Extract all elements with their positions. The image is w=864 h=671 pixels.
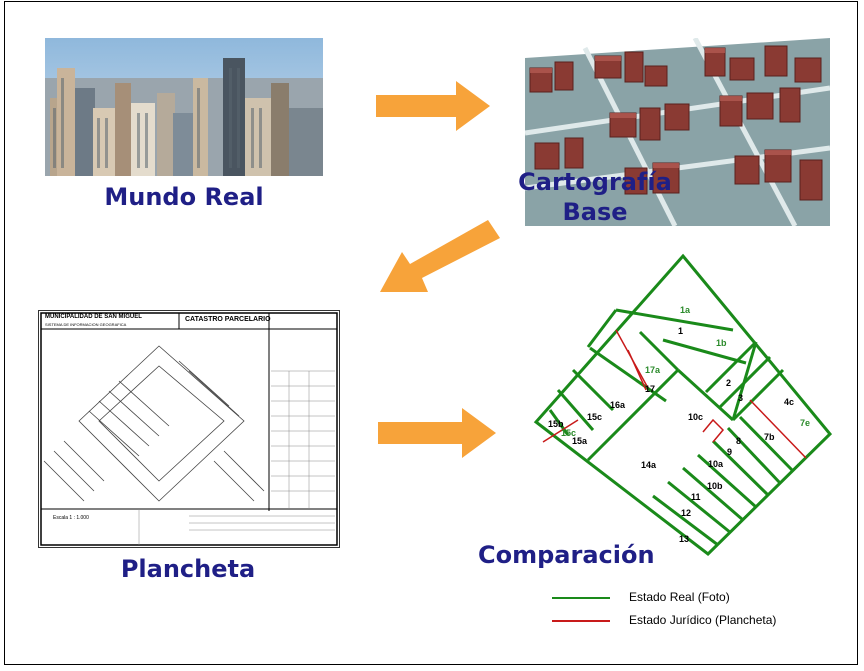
arrow-right-bottom	[378, 408, 496, 458]
svg-text:1b: 1b	[716, 338, 727, 348]
svg-text:9: 9	[727, 447, 732, 457]
cartografia-base-label-line2: Base	[562, 198, 628, 226]
plancheta-header-left: MUNICIPALIDAD DE SAN MIGUEL	[45, 314, 142, 320]
legend-label-juridico: Estado Jurídico (Plancheta)	[629, 613, 777, 627]
svg-text:1: 1	[678, 326, 683, 336]
svg-text:17: 17	[645, 384, 655, 394]
svg-text:15b: 15b	[548, 419, 564, 429]
svg-text:4c: 4c	[784, 397, 794, 407]
legend: Estado Real (Foto) Estado Jurídico (Plan…	[552, 588, 852, 634]
comparacion-label: Comparación	[478, 541, 655, 569]
svg-text:7e: 7e	[800, 418, 810, 428]
block-outline	[533, 253, 833, 556]
svg-text:8: 8	[736, 436, 741, 446]
svg-text:15c: 15c	[561, 428, 576, 438]
plancheta-label: Plancheta	[120, 555, 256, 583]
svg-text:11: 11	[691, 492, 701, 502]
svg-text:10c: 10c	[688, 412, 703, 422]
city-3d-model	[525, 38, 830, 226]
legend-line-juridico	[552, 620, 610, 622]
city-photo	[45, 38, 323, 176]
svg-text:10b: 10b	[707, 481, 723, 491]
plancheta-header-right: CATASTRO PARCELARIO	[185, 316, 271, 323]
svg-text:2: 2	[726, 378, 731, 388]
svg-text:13: 13	[679, 534, 689, 544]
plancheta-sheet: MUNICIPALIDAD DE SAN MIGUEL SISTEMA DE I…	[38, 310, 340, 548]
legend-label-real: Estado Real (Foto)	[629, 590, 730, 604]
svg-text:12: 12	[681, 508, 691, 518]
legend-line-real	[552, 597, 610, 599]
plancheta-scale: Escala 1 : 1.000	[53, 515, 89, 521]
arrow-right-top	[376, 81, 490, 131]
svg-text:16a: 16a	[610, 400, 626, 410]
parcel-comparison-map: 1a 1 1b 17a 17 2 3 4c 7e 16a 15c 15b 15c…	[533, 253, 833, 556]
plancheta-header-sub: SISTEMA DE INFORMACION GEOGRAFICA	[45, 322, 127, 327]
svg-text:14a: 14a	[641, 460, 657, 470]
svg-text:1a: 1a	[680, 305, 691, 315]
svg-text:15a: 15a	[572, 436, 588, 446]
svg-text:17a: 17a	[645, 365, 661, 375]
svg-text:10a: 10a	[708, 459, 724, 469]
svg-text:3: 3	[738, 393, 743, 403]
slide-frame	[4, 1, 858, 665]
arrow-down-left	[380, 220, 500, 292]
svg-text:7b: 7b	[764, 432, 775, 442]
mundo-real-label: Mundo Real	[104, 183, 264, 211]
cartografia-base-label-line1: Cartografía	[518, 168, 672, 196]
svg-text:15c: 15c	[587, 412, 602, 422]
